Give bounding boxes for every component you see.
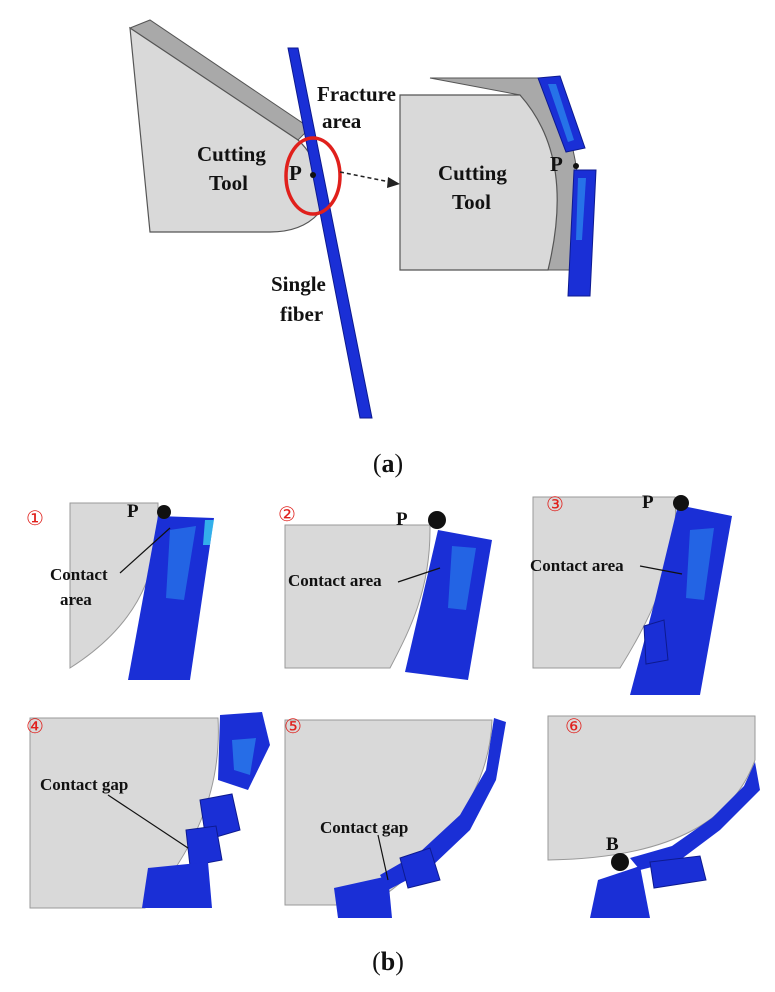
step-1-point-label: P (127, 501, 139, 522)
step-6-number: ⑥ (565, 714, 583, 738)
step-1-fiber-light (166, 526, 196, 600)
fracture-label-1: Fracture (317, 82, 396, 106)
step-6-fiber-piece (649, 855, 707, 889)
step-6-tool (547, 715, 756, 861)
step-1-annotation-2: area (60, 590, 92, 609)
step-3: ③ P Contact area (530, 492, 732, 695)
fracture-label-2: area (322, 109, 362, 133)
step-2: ② P Contact area (278, 502, 492, 680)
step-5-annotation: Contact gap (320, 818, 408, 837)
step-1-point-marker (157, 505, 171, 519)
step-5-fiber-bottom (334, 876, 392, 918)
step-6-fiber-bottom (590, 866, 650, 918)
fiber-label-1: Single (271, 272, 326, 296)
caption-b: (b) (372, 947, 404, 976)
zoomed-fiber-upper-light (548, 84, 574, 142)
step-2-point-marker (428, 511, 446, 529)
right-point-label: P (550, 152, 563, 176)
step-4-fiber-mid2 (185, 825, 223, 867)
step-4-annotation: Contact gap (40, 775, 128, 794)
step-3-annotation: Contact area (530, 556, 624, 575)
step-5: ⑤ Contact gap (284, 714, 506, 918)
point-p-marker (310, 172, 316, 178)
zoom-arrow-head (387, 177, 400, 188)
step-5-number: ⑤ (284, 714, 302, 738)
step-6-fiber-arc (630, 762, 760, 870)
step-5-fiber-arc (380, 718, 506, 890)
left-tool-label-1: Cutting (197, 142, 266, 166)
zoom-arrow-line (339, 171, 396, 184)
step-3-fiber-light (686, 528, 714, 600)
step-3-leader (639, 565, 683, 575)
step-2-tool (284, 524, 431, 669)
panel-b: ① P Contact area ② P Contact area ③ P (26, 492, 760, 976)
step-2-leader (397, 567, 441, 583)
fiber-label-2: fiber (280, 302, 323, 326)
step-1-number: ① (26, 506, 44, 530)
step-4-fiber-bottom (142, 862, 212, 908)
step-3-point-label: P (642, 492, 654, 513)
right-tool-label-1: Cutting (438, 161, 507, 185)
step-6: ⑥ B (547, 714, 760, 918)
step-6-point-label: B (606, 834, 619, 855)
step-1-annotation-1: Contact (50, 565, 108, 584)
step-1: ① P Contact area (26, 501, 214, 680)
single-fiber (287, 47, 373, 419)
step-3-number: ③ (546, 492, 564, 516)
step-5-leader (377, 834, 389, 881)
step-5-fiber-chip (399, 847, 441, 889)
step-6-point-marker (611, 853, 629, 871)
step-4: ④ Contact gap (26, 712, 270, 909)
fracture-highlight-circle (284, 136, 342, 216)
step-3-fiber-chip (643, 619, 669, 665)
zoomed-point-p-marker (573, 163, 579, 169)
caption-a: (a) (373, 449, 403, 478)
step-4-leader (107, 794, 189, 849)
step-2-fiber-light (448, 546, 476, 610)
step-4-fiber-top-light (232, 738, 256, 775)
step-2-point-label: P (396, 509, 408, 530)
step-2-number: ② (278, 502, 296, 526)
step-3-point-marker (673, 495, 689, 511)
step-2-annotation: Contact area (288, 571, 382, 590)
step-4-number: ④ (26, 714, 44, 738)
panel-a: Cutting Tool P Fracture area Single fibe… (128, 19, 597, 478)
step-1-leader (119, 527, 171, 574)
step-1-fiber-edge (203, 520, 214, 545)
right-tool-label-2: Tool (452, 190, 491, 214)
zoomed-fiber-lower-light (576, 178, 586, 240)
tool-right (399, 94, 558, 271)
left-point-label: P (289, 161, 302, 185)
left-tool-label-2: Tool (209, 171, 248, 195)
